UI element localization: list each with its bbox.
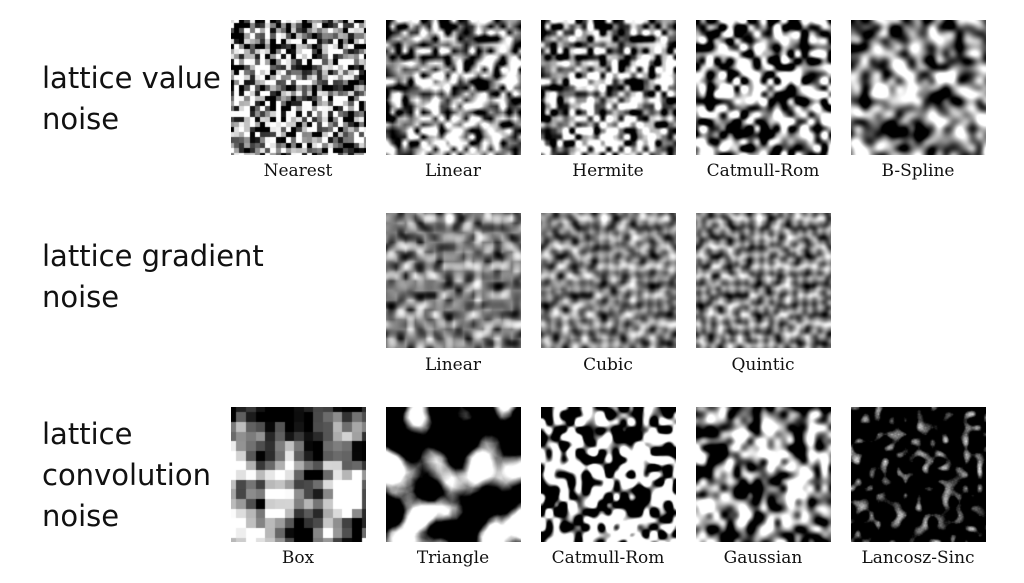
caption-gradient-cubic: Cubic	[583, 355, 633, 375]
noise-tile-gradient-linear	[386, 213, 521, 348]
noise-tile-value-catmull-rom	[696, 20, 831, 155]
row-title-gradient-noise: lattice gradient noise	[42, 239, 264, 314]
noise-tile-value-hermite	[541, 20, 676, 155]
row-title-value-noise: lattice value noise	[42, 61, 221, 136]
noise-tile-value-nearest	[231, 20, 366, 155]
caption-convolution-box: Box	[281, 548, 315, 568]
caption-gradient-linear: Linear	[425, 355, 481, 375]
noise-tile-gradient-cubic	[541, 213, 676, 348]
row-title-convolution-noise: lattice convolution noise	[42, 417, 211, 533]
noise-tile-gradient-quintic	[696, 213, 831, 348]
noise-tile-value-linear	[386, 20, 521, 155]
caption-convolution-catmull-rom: Catmull-Rom	[551, 548, 665, 568]
caption-convolution-triangle: Triangle	[416, 548, 490, 568]
noise-tile-value-b-spline	[851, 20, 986, 155]
caption-value-nearest: Nearest	[263, 161, 333, 181]
caption-value-linear: Linear	[425, 161, 481, 181]
noise-tile-convolution-catmull-rom	[541, 407, 676, 542]
noise-tile-convolution-triangle	[386, 407, 521, 542]
noise-tile-convolution-lanczos-sinc	[851, 407, 986, 542]
caption-value-b-spline: B-Spline	[881, 161, 955, 181]
caption-value-catmull-rom: Catmull-Rom	[706, 161, 820, 181]
caption-convolution-lanczos-sinc: Lancosz-Sinc	[861, 548, 975, 568]
caption-value-hermite: Hermite	[572, 161, 644, 181]
noise-tile-convolution-gaussian	[696, 407, 831, 542]
caption-gradient-quintic: Quintic	[731, 355, 795, 375]
noise-tile-convolution-box	[231, 407, 366, 542]
caption-convolution-gaussian: Gaussian	[723, 548, 803, 568]
